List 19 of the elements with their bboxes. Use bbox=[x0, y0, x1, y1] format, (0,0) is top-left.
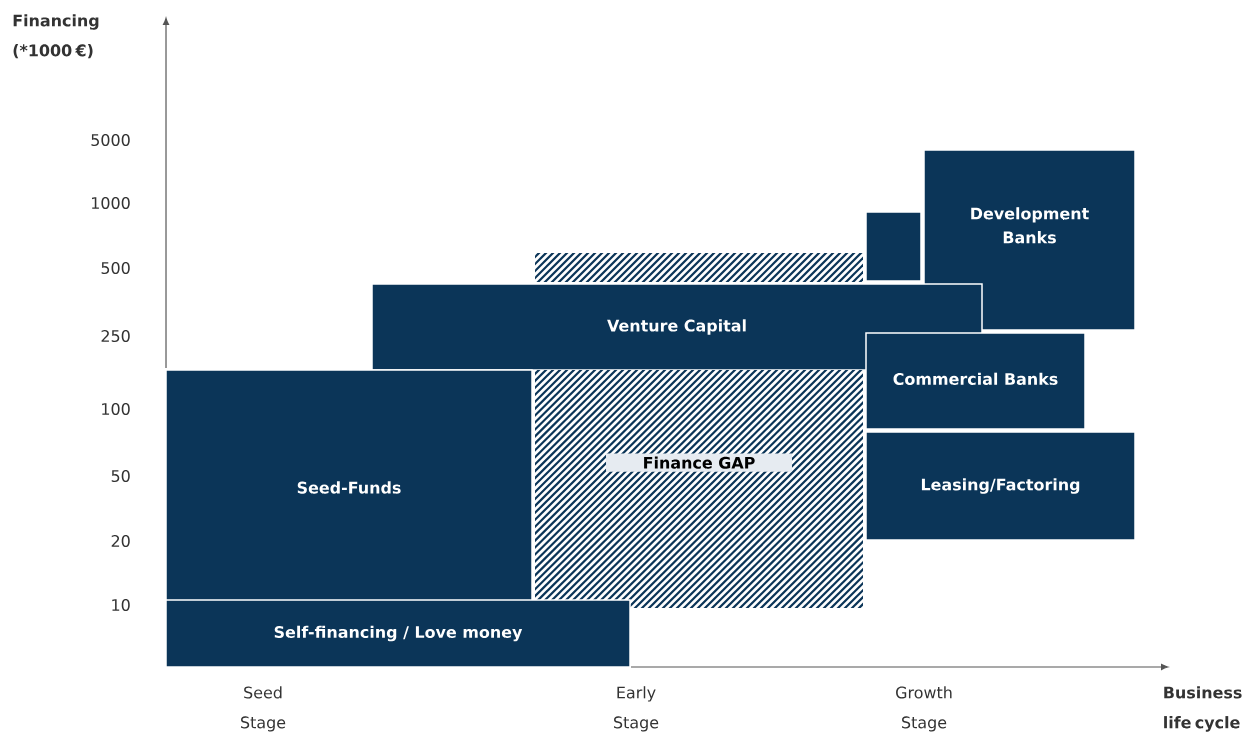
tick-label: 20 bbox=[111, 534, 130, 547]
tick-label: 250 bbox=[101, 329, 130, 342]
stage-label: Growth Stage bbox=[896, 686, 952, 732]
tick-label: 500 bbox=[101, 261, 130, 274]
tick-label: 1000 bbox=[92, 196, 130, 209]
tick-label: 100 bbox=[102, 402, 130, 415]
empty-box bbox=[865, 211, 922, 282]
tick-label: 5000 bbox=[91, 133, 130, 146]
funding-box: Leasing/Factoring bbox=[865, 431, 1136, 541]
funding-box: Commercial Banks bbox=[865, 332, 1086, 430]
finance-gap-area: Finance GAP bbox=[535, 370, 863, 608]
axis-title: Business life cycle bbox=[1164, 686, 1242, 732]
funding-box: Self-financing / Love money bbox=[165, 599, 631, 668]
tick-label: 50 bbox=[111, 469, 130, 482]
funding-box: Development Banks bbox=[923, 149, 1136, 331]
stage-label: Early Stage bbox=[614, 686, 659, 732]
axis-title: Financing (*1000 €) bbox=[13, 14, 99, 59]
stage-label: Seed Stage bbox=[241, 686, 286, 732]
tick-label: 10 bbox=[112, 598, 130, 611]
